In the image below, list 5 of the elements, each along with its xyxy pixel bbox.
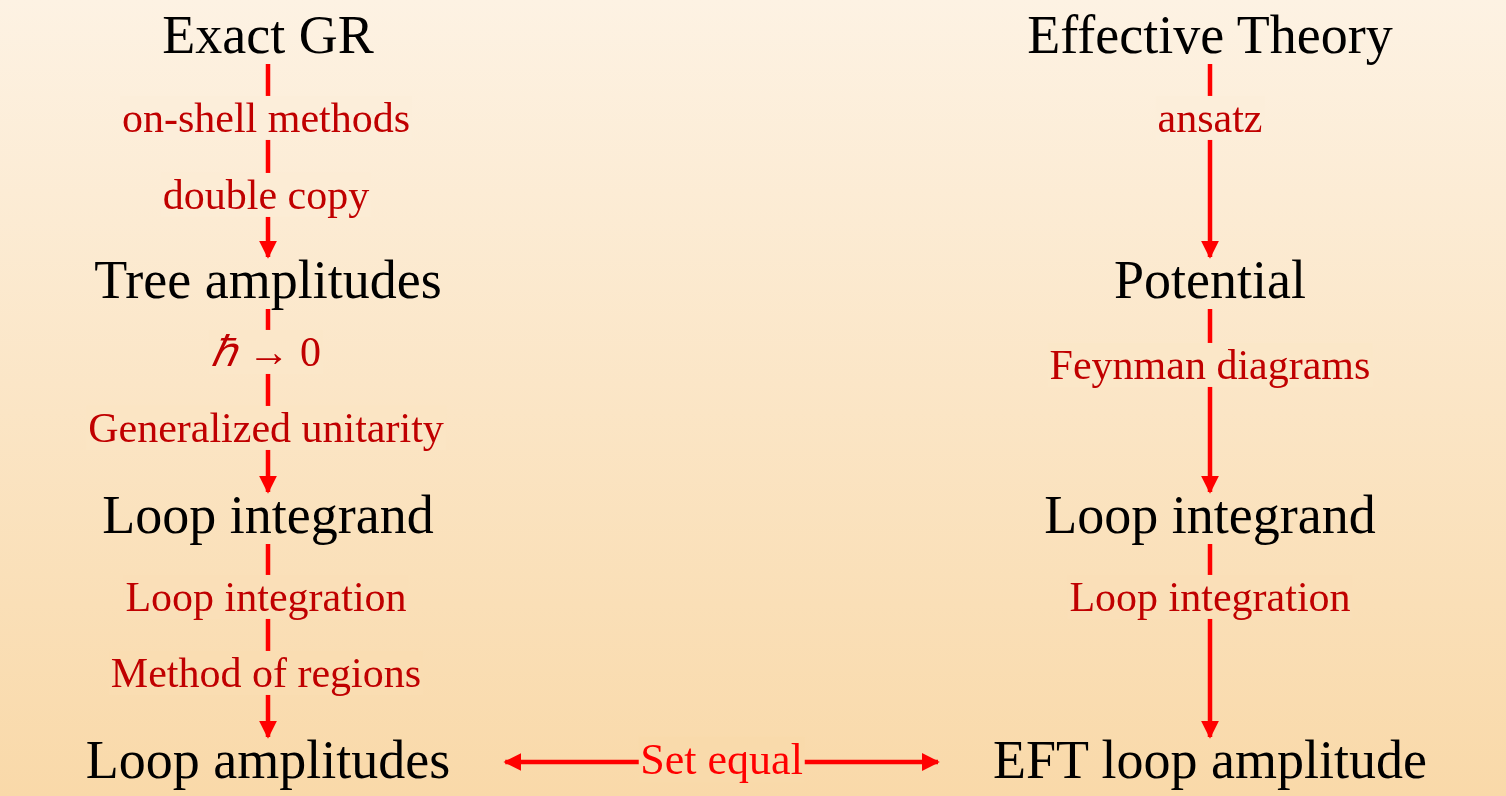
node-label: Exact GR: [162, 8, 374, 62]
node-label: Potential: [1114, 253, 1306, 307]
method-label: ℏ → 0: [209, 329, 323, 375]
method-label: Loop integration: [123, 574, 409, 620]
method-label: Loop integration: [1067, 574, 1353, 620]
